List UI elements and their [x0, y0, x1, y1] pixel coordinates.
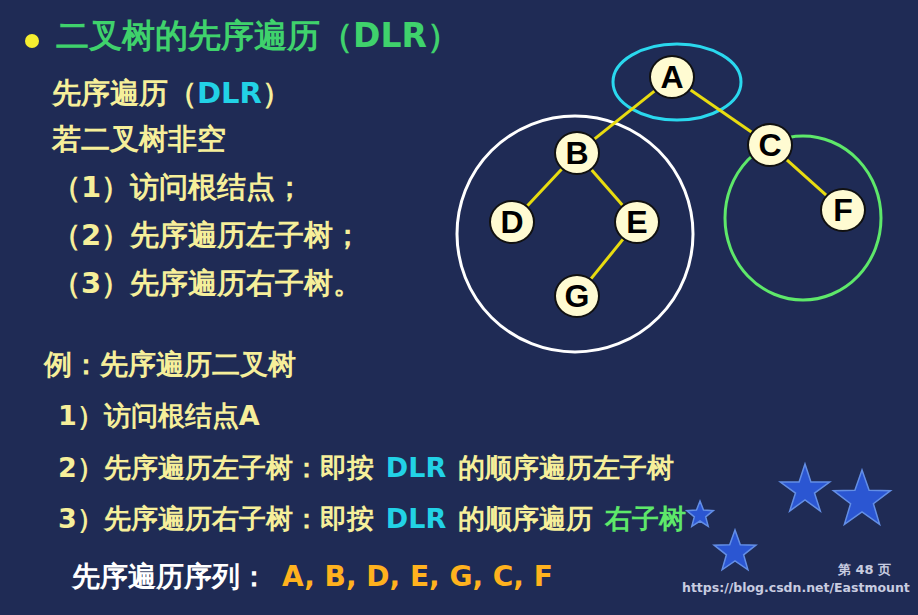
node-label: D — [500, 206, 523, 238]
title: 二叉树的先序遍历（DLR） — [56, 16, 460, 56]
label: 例：先序遍历二叉树 — [44, 348, 296, 382]
label: 先序遍历序列： — [72, 560, 268, 594]
tree-node: E — [614, 200, 660, 244]
bullet-dot — [25, 34, 39, 48]
text-line: https://blog.csdn.net/Eastmount — [682, 580, 910, 595]
left-subtree-ring — [457, 116, 693, 352]
label: （3）先序遍历右子树。 — [52, 266, 362, 301]
tree-node: G — [554, 274, 600, 318]
node-label: F — [833, 194, 853, 226]
text-line: 例：先序遍历二叉树 — [44, 348, 296, 382]
tree-edge — [527, 169, 561, 205]
label: ） — [262, 76, 291, 111]
right-subtree-ring — [725, 136, 881, 300]
label: 2）先序遍历左子树：即按 — [58, 452, 374, 484]
label: 若二叉树非空 — [52, 122, 226, 157]
text-line: 1）访问根结点A — [58, 400, 260, 432]
star — [780, 464, 829, 511]
text-line: 先序遍历序列： A, B, D, E, G, C, F — [72, 560, 553, 594]
text-line: （1）访问根结点； — [52, 170, 304, 205]
node-label: B — [565, 137, 588, 169]
star — [834, 470, 891, 524]
tree-node: F — [820, 188, 866, 232]
label: DLR — [197, 76, 262, 111]
label: https://blog.csdn.net/Eastmount — [682, 580, 910, 595]
label: 第 48 页 — [838, 562, 891, 578]
tree-node: B — [554, 131, 600, 175]
label: DLR — [386, 452, 446, 484]
text-line: （3）先序遍历右子树。 — [52, 266, 362, 301]
tree-edge — [691, 90, 752, 132]
label: 先序遍历（ — [52, 76, 197, 111]
node-label: A — [660, 61, 683, 93]
label: A, B, D, E, G, C, F — [282, 560, 553, 594]
node-label: E — [626, 206, 647, 238]
tree-node: D — [489, 200, 535, 244]
text-line: 若二叉树非空 — [52, 122, 226, 157]
star — [687, 501, 714, 526]
label: 1）访问根结点A — [58, 400, 260, 432]
label: （2）先序遍历左子树； — [52, 218, 362, 253]
label: 的顺序遍历 — [458, 503, 593, 535]
tree-node: C — [747, 123, 793, 167]
text-line: （2）先序遍历左子树； — [52, 218, 362, 253]
star — [714, 530, 756, 570]
label: 的顺序遍历左子树 — [458, 452, 674, 484]
label: 3）先序遍历右子树：即按 — [58, 503, 374, 535]
node-label: C — [758, 129, 781, 161]
tree-edge — [595, 91, 655, 139]
text-line: 第 48 页 — [838, 562, 891, 578]
text-line: 2）先序遍历左子树：即按 DLR 的顺序遍历左子树 — [58, 452, 674, 484]
text-line: 先序遍历（DLR） — [52, 76, 291, 111]
tree-edge — [787, 160, 826, 195]
node-label: G — [565, 280, 590, 312]
tree-edge — [591, 239, 623, 278]
tree-edge — [592, 170, 623, 205]
tree-node: A — [649, 55, 695, 99]
label: 右子树 — [605, 503, 686, 535]
label: （1）访问根结点； — [52, 170, 304, 205]
star-decoration — [687, 464, 891, 570]
text-line: 3）先序遍历右子树：即按 DLR 的顺序遍历右子树 — [58, 503, 686, 535]
label: DLR — [386, 503, 446, 535]
